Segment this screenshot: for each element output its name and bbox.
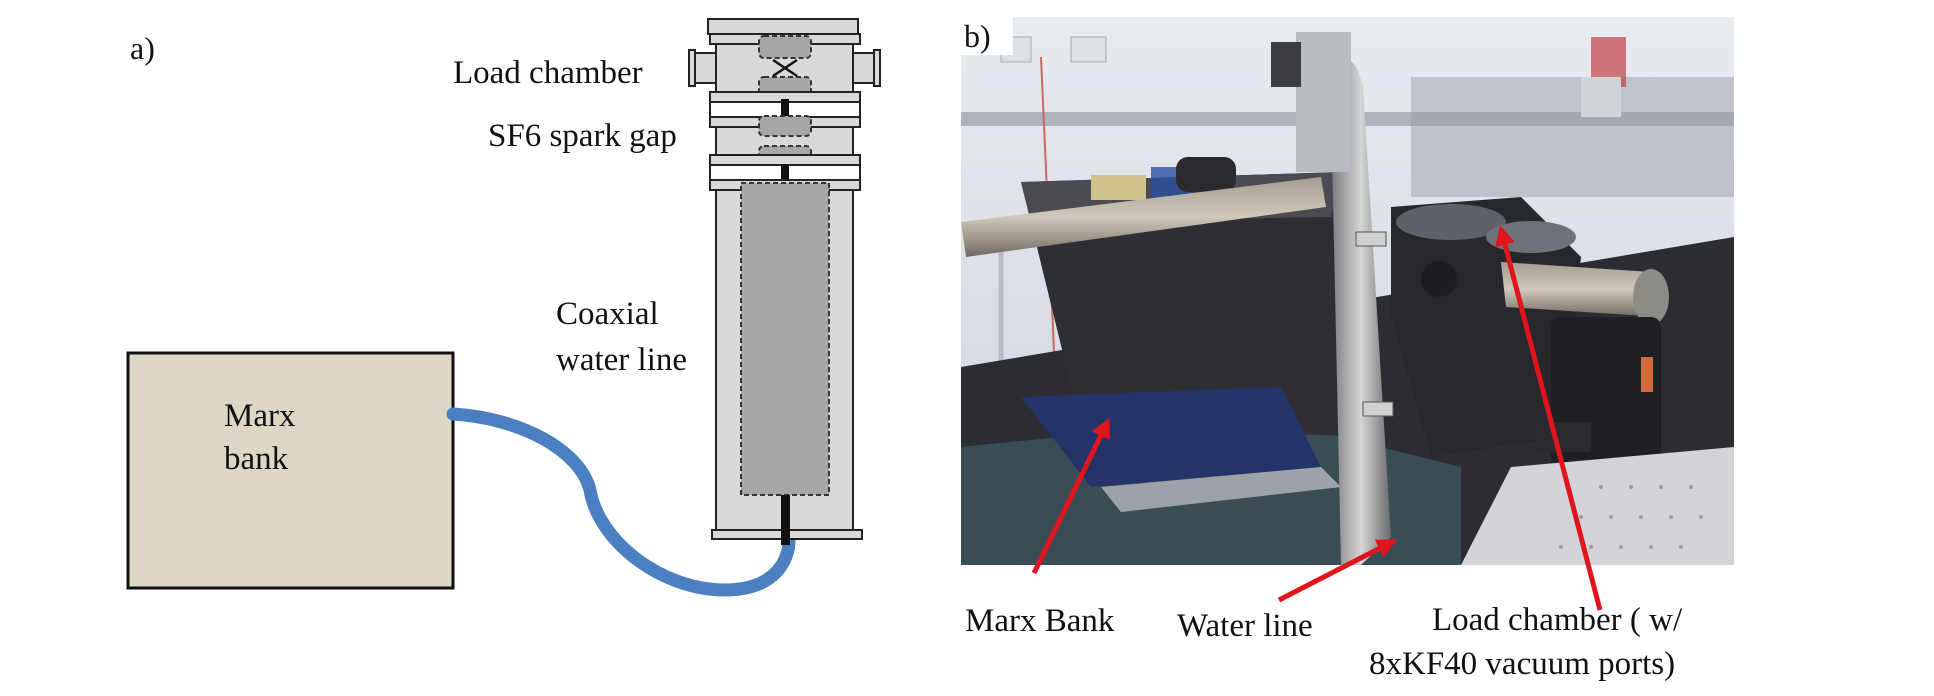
coaxial-label-line-1: Coaxial [556,296,659,332]
sf6-spark-gap-assembly [709,99,861,191]
caption-water-line: Water line [1177,608,1313,644]
load-chamber-label: Load chamber [453,55,643,91]
schematic-diagram [126,18,881,597]
caption-load-chamber-line-1: Load chamber ( w/ [1432,602,1683,638]
panel-a-label: a) [130,30,155,66]
marx-bank-box [126,351,455,590]
coaxial-water-line-assembly [711,182,863,545]
load-chamber-assembly [688,18,881,103]
marx-label-line-1: Marx [224,398,296,434]
panel-b-label: b) [964,18,991,54]
setup-photo [961,17,1734,565]
marx-label-line-2: bank [224,441,289,477]
coaxial-label-line-2: water line [556,342,688,378]
inner-conductor [740,182,830,496]
caption-load-chamber-line-2: 8xKF40 vacuum ports) [1369,646,1676,682]
water-line-cable [446,407,796,597]
sf6-spark-gap-label: SF6 spark gap [488,118,677,154]
vacuum-port-right [852,52,876,84]
caption-marx-bank: Marx Bank [965,603,1115,639]
vacuum-port-left [693,52,717,84]
